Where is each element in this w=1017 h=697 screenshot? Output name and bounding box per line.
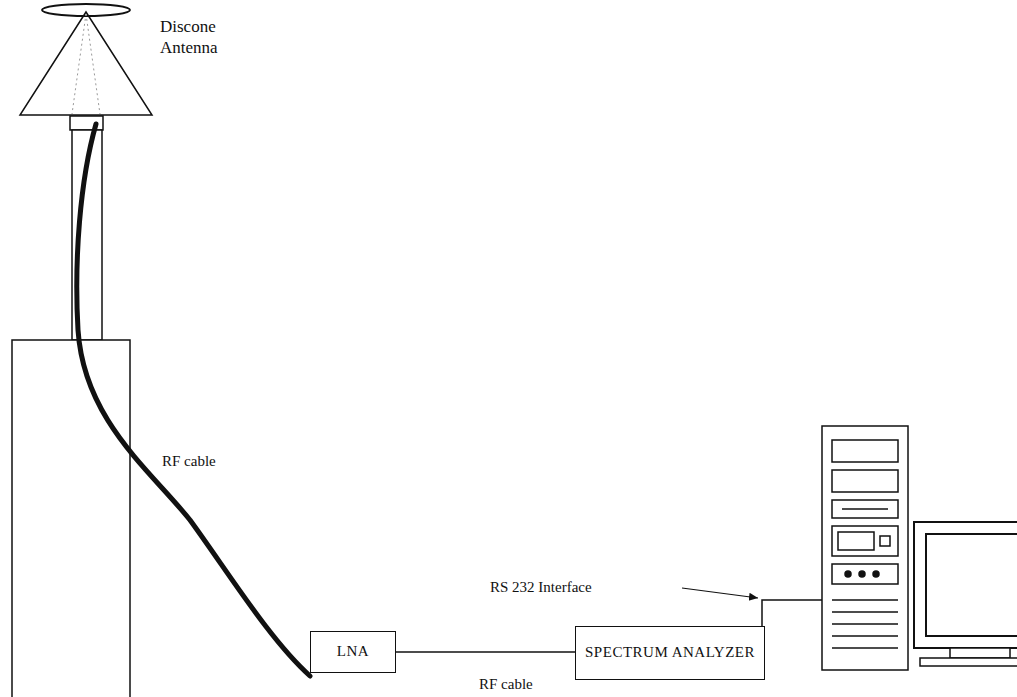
annotation-label: RS 232 Interface [488,578,594,597]
annotation-label: Discone Antenna [158,16,272,59]
leader-arrow [682,588,758,598]
box-label: SPECTRUM ANALYZER [585,644,755,661]
discone-antenna [20,4,152,130]
serial-cable [762,600,822,628]
computer-tower [822,426,908,670]
box-label: LNA [337,643,369,660]
computer-monitor [914,522,1017,666]
antenna-mast [12,130,130,697]
equipment-box: LNA [310,631,396,673]
rf-cable-line [396,651,575,653]
annotation-label: RF cable [160,452,218,471]
edge-label: RF cable [477,675,535,694]
equipment-box: SPECTRUM ANALYZER [575,626,765,680]
antenna-cable [77,124,310,676]
